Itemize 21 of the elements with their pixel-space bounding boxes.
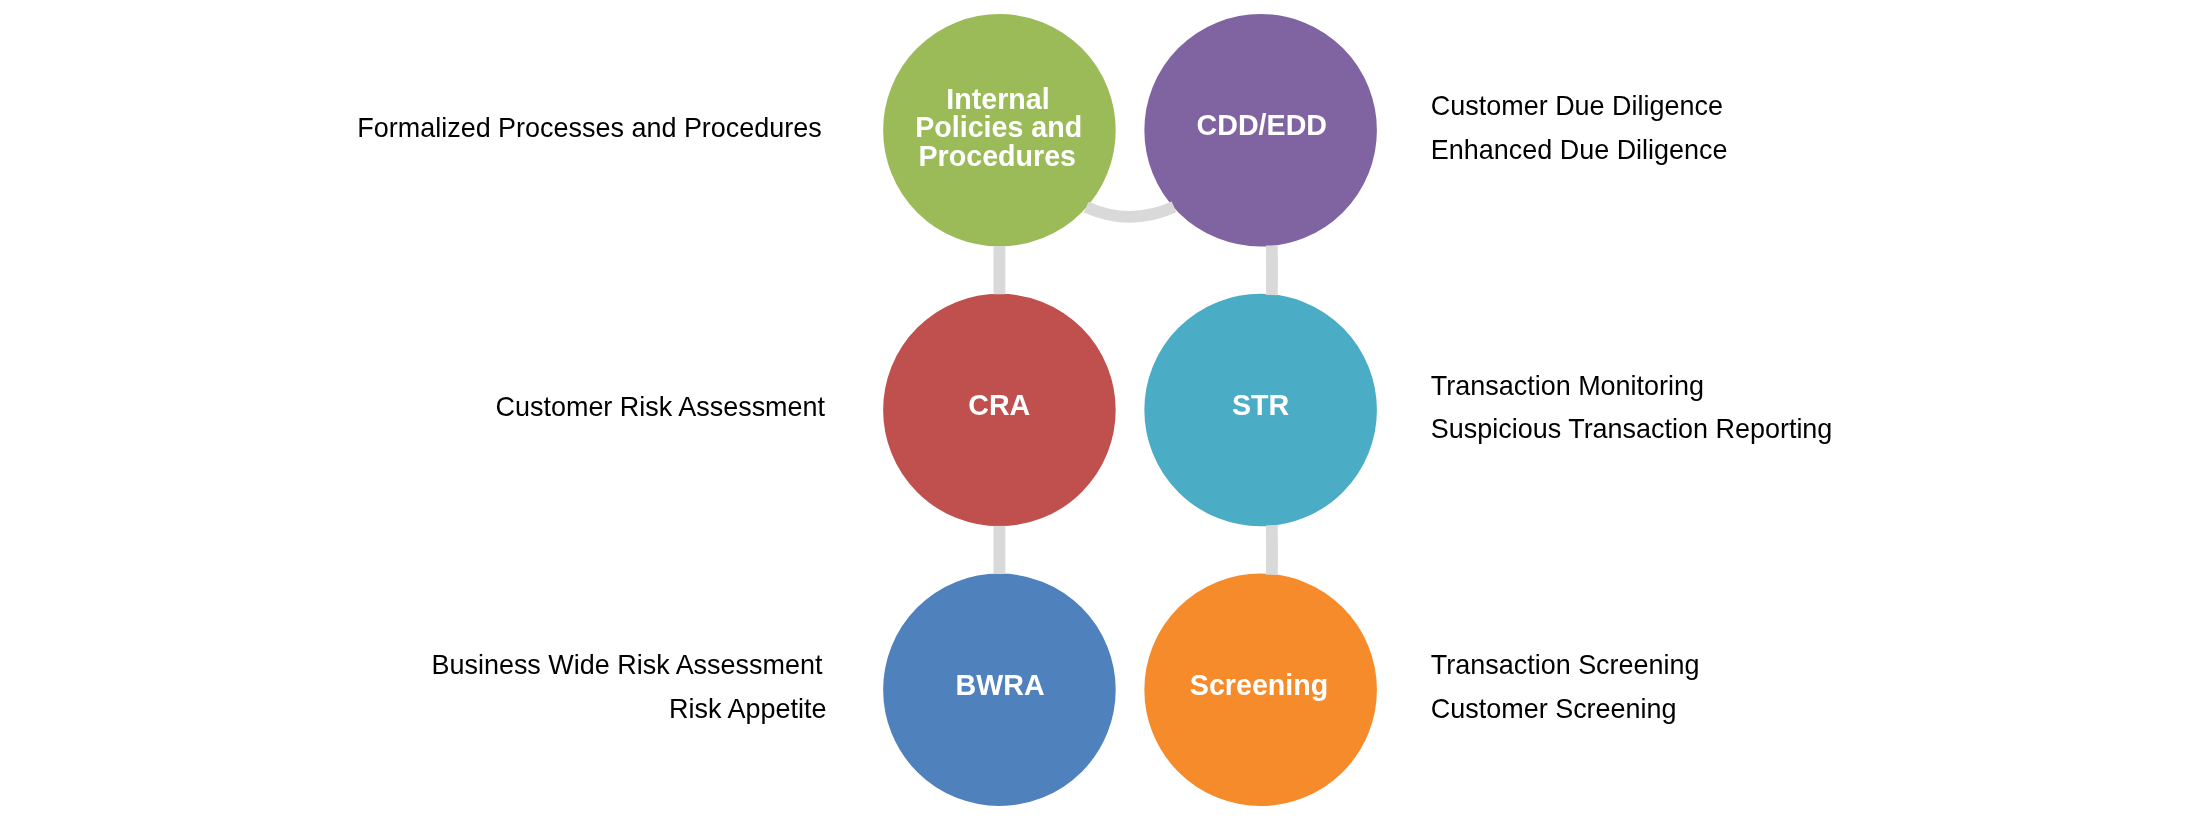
node-label: Suspicious Transaction Reporting <box>1430 414 1833 445</box>
node-label: Enhanced Due Diligence <box>1430 134 1728 165</box>
node-circle: STR <box>1144 293 1377 527</box>
node-label: Transaction Screening <box>1430 650 1700 681</box>
node-circle: CRA <box>883 293 1116 527</box>
node-label: Customer Risk Assessment <box>495 392 826 423</box>
node-label: Customer Screening <box>1430 694 1677 725</box>
node-label: Customer Due Diligence <box>1430 90 1723 121</box>
node-circle: BWRA <box>883 573 1116 807</box>
node-label: Risk Appetite <box>669 694 827 725</box>
connector <box>993 246 1006 295</box>
connector <box>1083 201 1177 223</box>
connector <box>1265 525 1278 575</box>
node-label: Transaction Monitoring <box>1430 370 1704 401</box>
node-circle: CDD/EDD <box>1144 13 1377 247</box>
connector <box>993 525 1006 575</box>
node-circle: Screening <box>1144 573 1377 807</box>
node-circle: Internal Policies and Procedures <box>883 13 1116 247</box>
connector <box>1265 245 1278 296</box>
node-label: Business Wide Risk Assessment <box>431 650 823 681</box>
node-label: Formalized Processes and Procedures <box>357 112 822 143</box>
